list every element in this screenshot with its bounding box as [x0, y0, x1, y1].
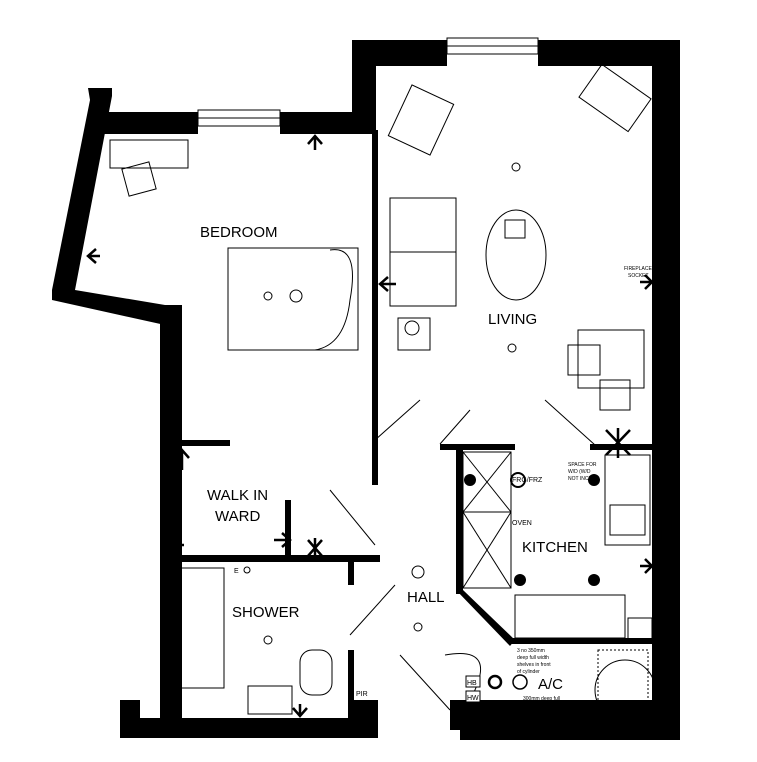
socket-arrows: [86, 134, 654, 718]
label-ac: A/C: [538, 676, 563, 693]
annotations: FRG/FRZ OVEN SPACE FOR W/D (W/D NOT INCL…: [234, 266, 652, 716]
note-e: E: [234, 568, 239, 575]
fixtures: [243, 162, 600, 690]
label-bedroom: BEDROOM: [200, 224, 278, 241]
sink: [604, 454, 651, 546]
label-living: LIVING: [488, 311, 537, 328]
label-walk-in: WALK IN: [207, 487, 268, 504]
furniture: [109, 63, 656, 721]
note-fireplace: FIREPLACE: [624, 266, 652, 272]
label-hall: HALL: [407, 589, 445, 606]
label-shower: SHOWER: [232, 604, 300, 621]
note-pir: PIR: [356, 691, 368, 698]
label-ward: WARD: [215, 508, 260, 525]
cylinder: [594, 659, 656, 721]
note-shelves-2: deep full width: [517, 655, 549, 661]
note-shelf: 300mm deep full: [523, 696, 560, 702]
desk: [109, 139, 189, 169]
note-space-for: SPACE FOR: [568, 462, 597, 468]
note-oven: OVEN: [512, 520, 532, 527]
note-hw: HW: [467, 695, 479, 702]
armchair-right: [577, 329, 645, 389]
note-shelf-2: width shelf at high: [523, 703, 563, 709]
bed: [227, 247, 359, 351]
note-fireplace-2: SOCKET: [628, 273, 649, 279]
coffee-table: [485, 209, 547, 301]
walls: [52, 40, 680, 740]
windows: [197, 37, 539, 127]
note-space-for-2: W/D (W/D: [568, 469, 591, 475]
note-shelf-3: level over cylinder: [523, 710, 563, 716]
note-shelves-3: shelves in front: [517, 662, 551, 668]
note-shelves-4: of cylinder: [517, 669, 540, 675]
shower-tray: [167, 567, 225, 689]
note-frg-frz: FRG/FRZ: [512, 477, 543, 484]
room-labels: BEDROOM LIVING WALK IN WARD SHOWER HALL …: [200, 224, 588, 693]
note-space-for-3: NOT INCL): [568, 476, 593, 482]
note-shelves: 3 no 350mm: [517, 648, 545, 654]
note-hb: HB: [467, 680, 477, 687]
label-kitchen: KITCHEN: [522, 539, 588, 556]
